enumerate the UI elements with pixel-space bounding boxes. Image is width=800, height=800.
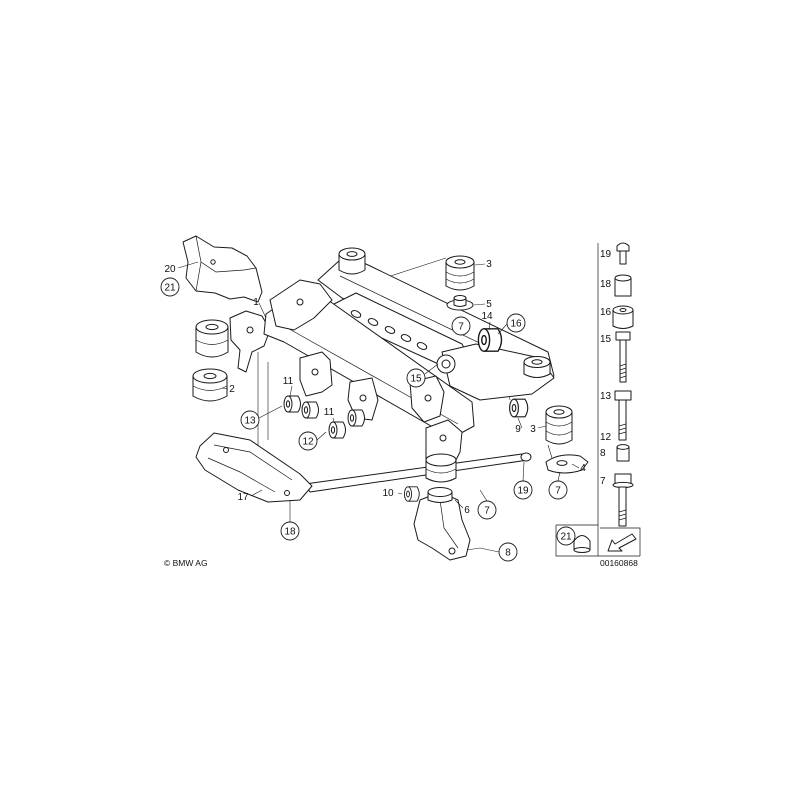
axle-carrier — [263, 247, 555, 439]
callout-label: 18 — [284, 527, 296, 538]
hardware-label: 12 — [600, 432, 612, 443]
leader-lines — [177, 261, 580, 553]
callout-circled: 7 — [451, 316, 471, 336]
callout-label: 9 — [515, 424, 521, 435]
direction-arrow-icon — [607, 533, 637, 552]
callouts: 20 21 1 2 11 13 11 12 15 3 5 7 14 16 9 3… — [160, 259, 586, 562]
beam-holes — [350, 310, 428, 350]
callout-circled: 7 — [477, 500, 497, 520]
bushing-a — [283, 395, 301, 413]
callout-circled: 21 — [556, 526, 576, 546]
bushing-d — [347, 409, 365, 427]
bracket-center — [299, 351, 333, 397]
carrier-mount-left — [338, 247, 366, 275]
bolt-7 — [612, 473, 634, 527]
callout-circled: 12 — [298, 431, 318, 451]
heat-shield-part — [182, 235, 263, 303]
side-member-right — [441, 343, 555, 401]
center-knuckle — [425, 419, 463, 483]
rubber-mount-right — [545, 405, 573, 445]
callout-circled: 7 — [548, 480, 568, 500]
hardware-label: 13 — [600, 391, 612, 402]
cap-21 — [573, 535, 591, 553]
hardware-label: 19 — [600, 249, 612, 260]
callout-label: 2 — [229, 384, 235, 395]
bushing-10 — [403, 486, 420, 502]
callout-label: 12 — [302, 437, 314, 448]
bolt-13 — [614, 390, 632, 441]
callout-circled: 16 — [506, 313, 526, 333]
copyright-text: © BMW AG — [164, 558, 208, 568]
hardware-column — [555, 242, 641, 557]
callout-circled: 19 — [513, 480, 533, 500]
hardware-label: 18 — [600, 279, 612, 290]
strut-bar — [304, 452, 532, 493]
lower-bracket — [413, 487, 471, 561]
bushing-b — [301, 401, 319, 419]
callout-label: 13 — [244, 416, 256, 427]
bushing-c — [328, 421, 346, 439]
hardware-callouts: 19 18 16 15 13 12 8 7 21 — [556, 249, 612, 546]
support-plate — [545, 454, 589, 474]
callout-label: 10 — [382, 488, 394, 499]
callout-label: 15 — [410, 374, 422, 385]
callout-circled: 15 — [406, 368, 426, 388]
callout-label: 7 — [555, 486, 561, 497]
sleeve-18 — [614, 274, 632, 297]
hardware-label: 15 — [600, 334, 612, 345]
rubber-mount-lower-left — [192, 368, 228, 402]
callout-label: 21 — [164, 283, 176, 294]
rubber-mount-upper-left — [195, 319, 229, 358]
callout-label: 5 — [486, 299, 492, 310]
callout-circled: 8 — [498, 542, 518, 562]
bushing-14 — [477, 328, 503, 352]
callout-label: 17 — [237, 492, 249, 503]
bracket-right — [409, 375, 445, 423]
rubber-mount-upper — [445, 255, 475, 291]
bushing-9 — [509, 398, 529, 418]
carrier-bushing — [436, 354, 456, 374]
callout-label: 6 — [464, 505, 470, 516]
callout-label: 14 — [481, 311, 493, 322]
side-member-left — [269, 279, 333, 331]
brace-plate — [195, 432, 313, 503]
callout-label: 8 — [505, 548, 511, 559]
hardware-label: 16 — [600, 307, 612, 318]
callout-label: 3 — [486, 259, 492, 270]
callout-label: 7 — [458, 322, 464, 333]
callout-circled: 18 — [280, 521, 300, 541]
drawing-number: 00160868 — [600, 558, 638, 568]
bushing-16 — [612, 305, 634, 329]
bolt-15 — [615, 331, 631, 383]
washer-part — [446, 295, 474, 311]
callout-label: 11 — [283, 376, 294, 387]
callout-label: 1 — [253, 297, 259, 308]
hardware-label: 21 — [560, 532, 572, 543]
hanger-bracket — [229, 310, 271, 373]
callout-label: 7 — [484, 506, 490, 517]
callout-label: 4 — [580, 463, 586, 474]
callout-circled: 13 — [240, 410, 260, 430]
callout-label: 19 — [517, 486, 529, 497]
hardware-label: 8 — [600, 448, 606, 459]
callout-label: 16 — [510, 319, 522, 330]
callout-label: 11 — [324, 407, 335, 418]
hardware-label: 7 — [600, 476, 606, 487]
bolt-19 — [616, 242, 630, 265]
callout-label: 3 — [530, 424, 536, 435]
nut-8 — [616, 444, 630, 462]
callout-circled: 21 — [160, 277, 180, 297]
callout-label: 20 — [164, 264, 176, 275]
